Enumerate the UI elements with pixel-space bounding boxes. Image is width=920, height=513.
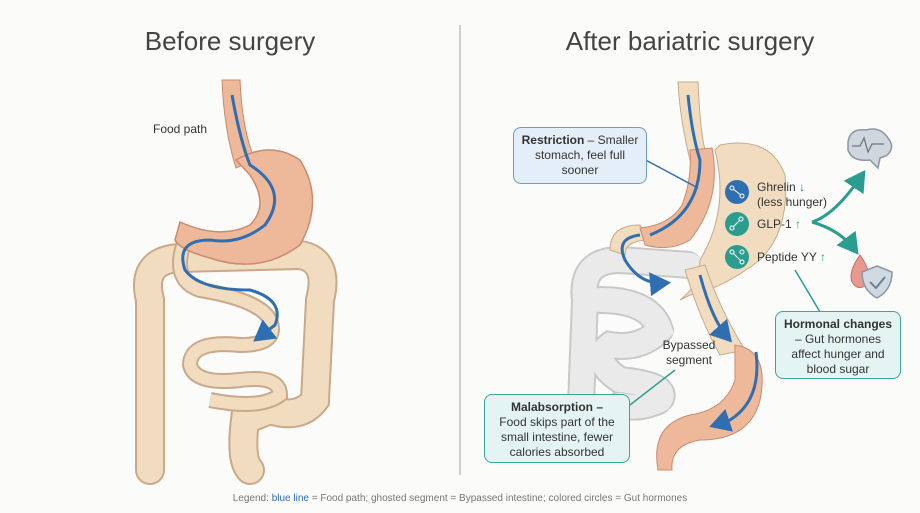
arrow-to-blood (811, 220, 859, 255)
legend-rest: = Food path; ghosted segment = Bypassed … (308, 493, 688, 504)
restriction-leader (639, 156, 699, 189)
glp1-molecule-icon (725, 212, 749, 236)
ghrelin-note: (less hunger) (757, 195, 828, 209)
stomach-pouch (639, 147, 715, 249)
colon (656, 344, 763, 471)
food-path-line (620, 94, 702, 283)
malabsorption-text: Food skips part of the small intestine, … (499, 415, 615, 459)
after-title: After bariatric surgery (565, 26, 815, 56)
arrow-to-brain (811, 170, 866, 224)
bypassed-segment-label: Bypassed segment (662, 338, 716, 367)
ghrelin-name: Ghrelin (757, 180, 796, 194)
malabsorption-leader (629, 369, 676, 406)
after-anatomy (566, 81, 893, 471)
ghrelin-label: Ghrelin ↓(less hunger) (757, 180, 827, 210)
brain-icon (847, 128, 893, 170)
hormonal-text: – Gut hormones affect hunger and blood s… (791, 332, 885, 376)
glp1-arrow: ↑ (795, 217, 802, 231)
hormonal-leader (794, 269, 821, 313)
malabsorption-title: Malabsorption – (510, 400, 603, 414)
hormonal-title: Hormonal changes (783, 317, 893, 331)
pyy-name: Peptide YY (757, 250, 817, 264)
glp1-name: GLP-1 (757, 217, 792, 231)
hormonal-changes-callout: Hormonal changes– Gut hormones affect hu… (775, 311, 901, 379)
food-path-label: Food path (153, 122, 208, 136)
glp1-label: GLP-1 ↑ (757, 217, 801, 232)
food-path-line (181, 94, 279, 342)
restriction-text: – Smaller stomach, feel full sooner (534, 133, 639, 177)
before-title: Before surgery (144, 26, 316, 56)
restriction-callout: Restriction – Smaller stomach, feel full… (513, 127, 647, 184)
ghrelin-arrow: ↓ (799, 180, 806, 194)
legend-prefix: Legend: (232, 493, 272, 504)
before-anatomy (133, 79, 338, 485)
restriction-title: Restriction (521, 133, 585, 147)
legend: Legend: blue line = Food path; ghosted s… (0, 493, 920, 504)
shield-check-icon (861, 265, 893, 299)
pyy-label: Peptide YY ↑ (757, 250, 826, 265)
stomach (174, 149, 314, 265)
malabsorption-callout: Malabsorption –Food skips part of the sm… (484, 394, 630, 463)
legend-blue-line: blue line (271, 493, 309, 504)
pyy-arrow: ↑ (819, 250, 826, 264)
